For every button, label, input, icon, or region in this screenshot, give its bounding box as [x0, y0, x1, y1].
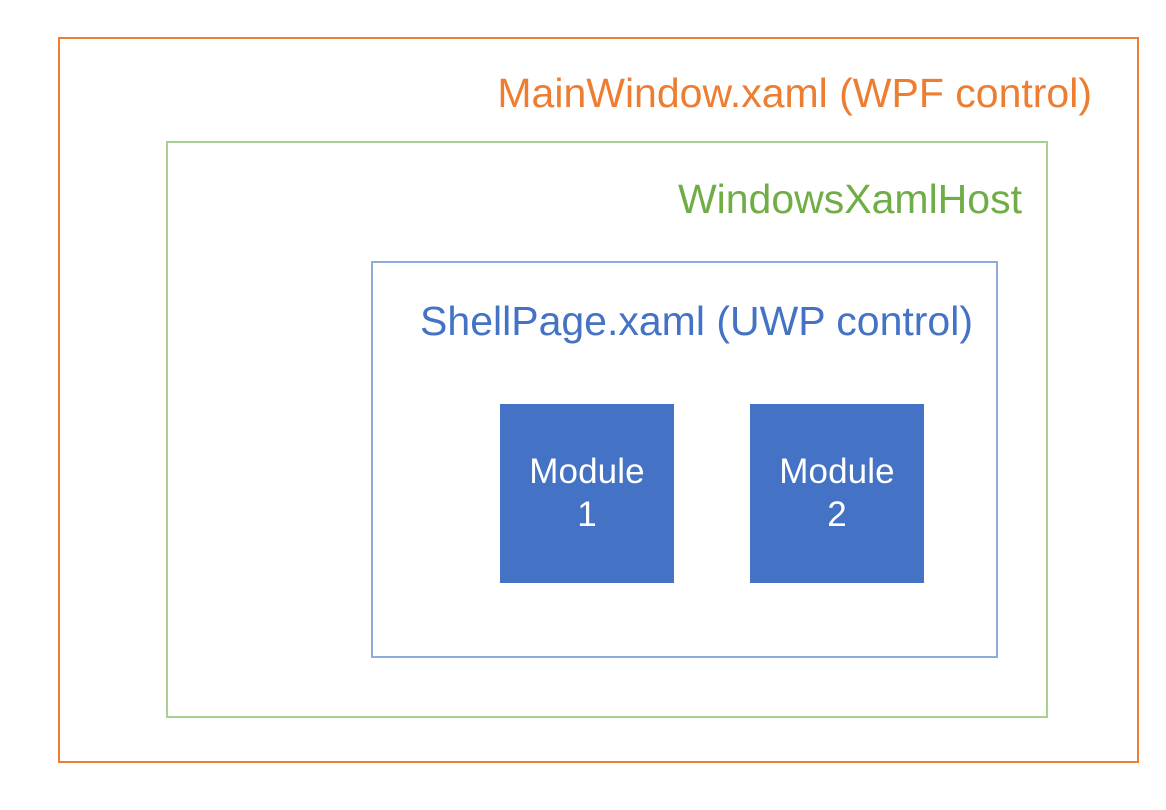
- layer-label-shellpage: ShellPage.xaml (UWP control): [420, 298, 973, 344]
- layer-box-mainwindow: MainWindow.xaml (WPF control): [58, 37, 1139, 763]
- module-label-2: Module 2: [779, 451, 895, 534]
- layer-label-windowsxamlhost: WindowsXamlHost: [677, 176, 1022, 222]
- module-box-2: Module 2: [750, 404, 924, 583]
- layer-box-windowsxamlhost: WindowsXamlHost: [166, 141, 1048, 718]
- layer-label-mainwindow: MainWindow.xaml (WPF control): [497, 70, 1092, 116]
- module-box-1: Module 1: [500, 404, 674, 583]
- layer-box-shellpage: ShellPage.xaml (UWP control): [371, 261, 998, 658]
- module-label-1: Module 1: [529, 451, 645, 534]
